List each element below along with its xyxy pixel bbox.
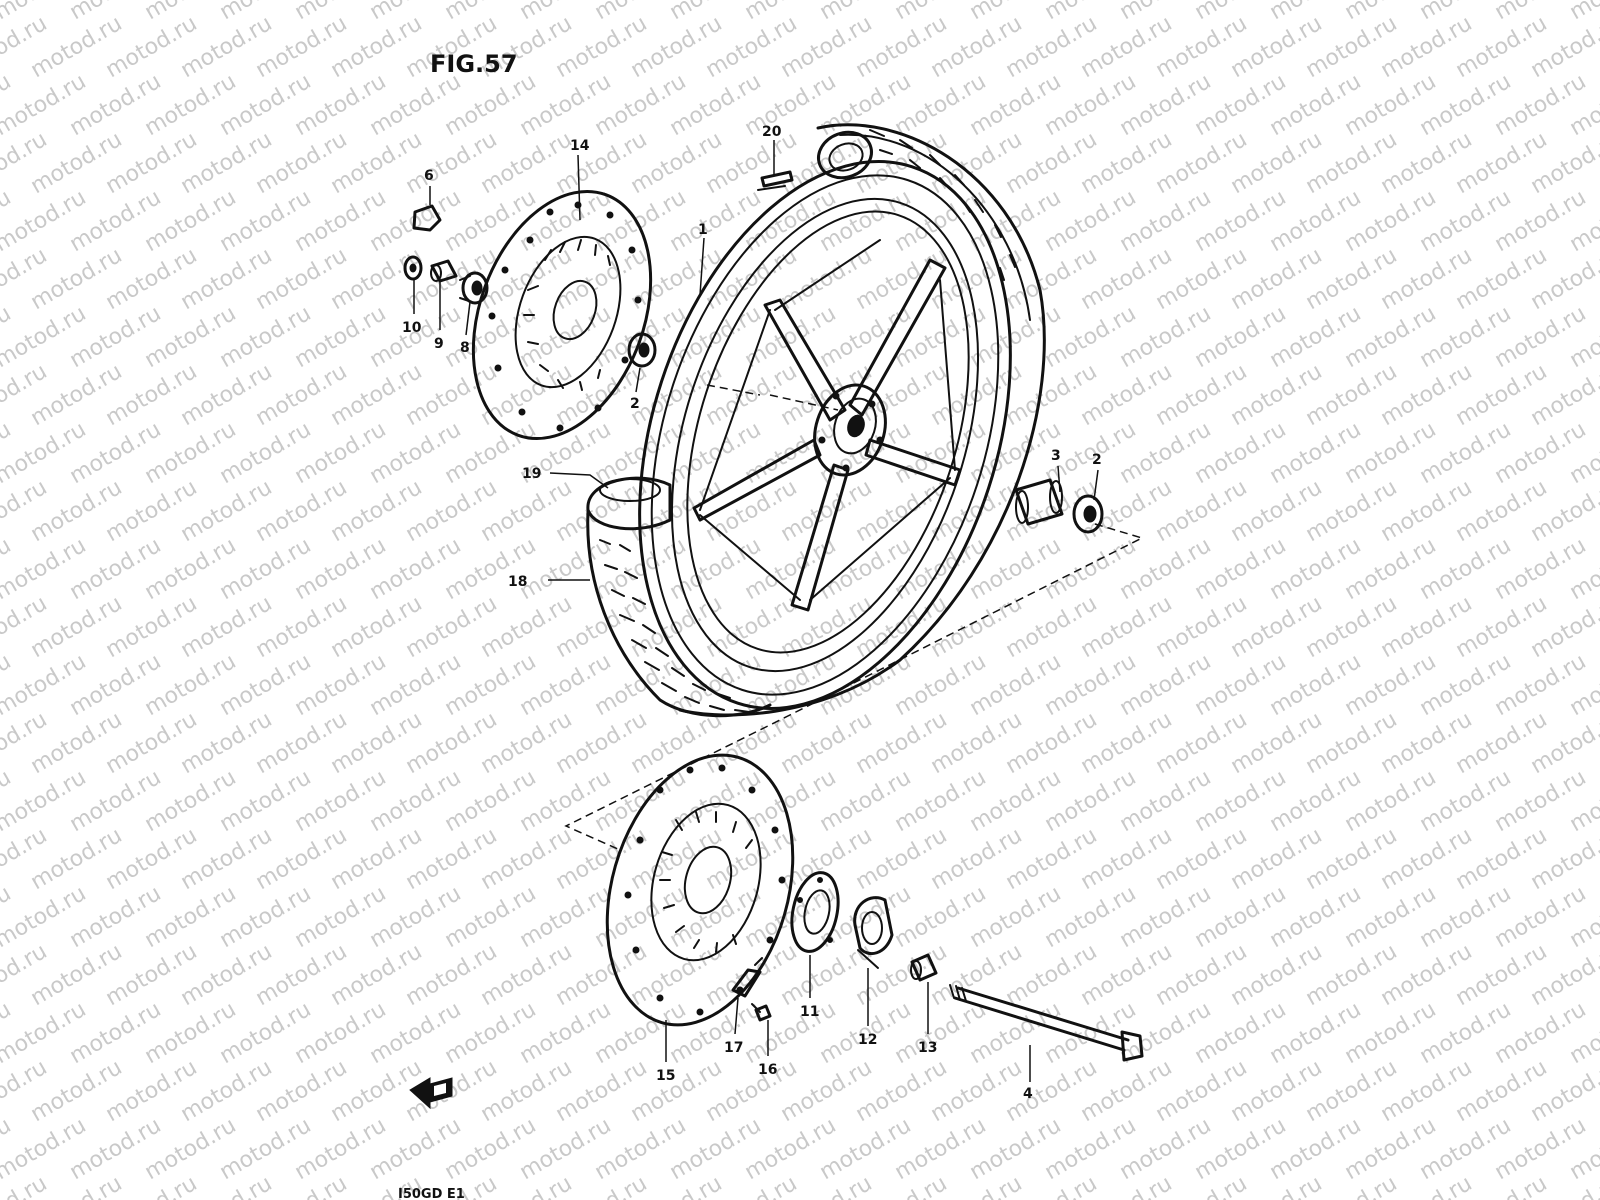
wheel-hub xyxy=(813,383,887,477)
callout-15: 15 xyxy=(656,1068,675,1084)
front-axle-4 xyxy=(949,984,1144,1062)
callout-11: 11 xyxy=(800,1004,819,1020)
bearing-8 xyxy=(459,271,489,305)
callout-3: 3 xyxy=(1051,448,1061,464)
lock-washer-17 xyxy=(731,957,763,998)
callout-8: 8 xyxy=(460,340,470,356)
bearing-2-right xyxy=(1072,494,1104,534)
bolt-16 xyxy=(751,1003,772,1022)
front-arrow-icon xyxy=(409,1077,453,1110)
spacer-9 xyxy=(430,259,458,283)
nut-6 xyxy=(412,204,442,232)
tire-valve xyxy=(757,170,794,191)
bearing-2-left xyxy=(627,332,657,368)
figure-title: FIG.57 xyxy=(430,50,518,78)
callout-19: 19 xyxy=(522,466,541,482)
callout-10: 10 xyxy=(402,320,422,336)
callout-12: 12 xyxy=(858,1032,877,1048)
callout-20: 20 xyxy=(762,124,782,140)
dust-seal-11 xyxy=(790,871,840,953)
callout-13: 13 xyxy=(918,1040,937,1056)
callout-6: 6 xyxy=(424,168,434,184)
brake-disc-left xyxy=(471,189,653,441)
model-code: I50GD E1 xyxy=(398,1187,465,1200)
brake-disc-lower xyxy=(605,753,795,1027)
callout-16: 16 xyxy=(758,1062,777,1078)
leader-lines xyxy=(413,140,1099,1082)
callout-1: 1 xyxy=(698,222,708,238)
callout-9: 9 xyxy=(434,336,444,352)
collar-13 xyxy=(910,953,938,982)
callout-2-right: 2 xyxy=(1092,452,1102,468)
speedometer-gearbox-12 xyxy=(853,896,894,969)
callout-14: 14 xyxy=(570,138,590,154)
callout-17: 17 xyxy=(724,1040,743,1056)
spacer-3 xyxy=(1014,478,1064,526)
callout-18: 18 xyxy=(508,574,527,590)
callout-4: 4 xyxy=(1023,1086,1033,1102)
callout-2-left: 2 xyxy=(630,396,640,412)
washer-10 xyxy=(403,255,423,281)
axle-guide-lines xyxy=(564,384,1145,851)
